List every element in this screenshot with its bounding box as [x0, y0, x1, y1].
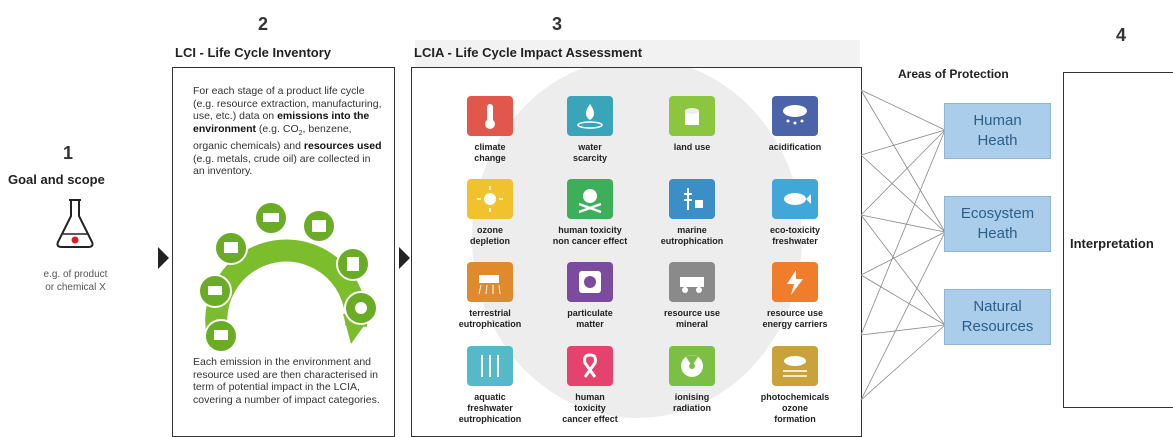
- impact-category-label: marine eutrophication: [660, 225, 724, 246]
- impact-category-label: human toxicity non cancer effect: [552, 225, 628, 246]
- interpretation-box: Interpretation: [1063, 72, 1173, 408]
- impact-category-10: resource use mineral: [642, 262, 742, 330]
- step2-number: 2: [258, 14, 269, 34]
- impact-category-label: photochemicals ozone formation: [760, 392, 830, 424]
- impact-category-13: human toxicity cancer effect: [540, 346, 640, 425]
- aop-title: Areas of Protection: [898, 67, 1009, 81]
- particle-icon: [567, 262, 613, 302]
- ribbon-icon: [567, 346, 613, 386]
- life-cycle-diagram: [191, 196, 381, 361]
- mine-truck-icon: [669, 262, 715, 302]
- arrow-2-to-3: [399, 247, 410, 269]
- impact-category-label: aquatic freshwater eutrophication: [458, 392, 522, 424]
- sun-icon: [467, 179, 513, 219]
- step1-title: Goal and scope: [8, 172, 105, 187]
- lci-characterisation-text: Each emission in the environment and res…: [193, 356, 380, 406]
- marine-plant-icon: [669, 179, 715, 219]
- lcia-background-circle: [472, 68, 802, 418]
- aop-human-health: Human Heath: [944, 103, 1051, 159]
- aop-ecosystem-health: Ecosystem Heath: [944, 196, 1051, 252]
- impact-category-label: resource use energy carriers: [762, 308, 828, 329]
- aop-connector-lines: [860, 89, 946, 401]
- step3-number: 3: [552, 14, 563, 34]
- impact-category-label: land use: [673, 142, 711, 152]
- impact-category-4: ozone depletion: [440, 179, 540, 247]
- impact-category-3: acidification: [745, 96, 845, 153]
- impact-category-grid: climate change water scarcity land use acid…: [412, 68, 861, 436]
- radiation-icon: [669, 346, 715, 386]
- smog-icon: [772, 346, 818, 386]
- step4-number: 4: [1116, 25, 1127, 45]
- impact-category-label: climate change: [474, 142, 506, 163]
- step3-title: LCIA - Life Cycle Impact Assessment: [414, 45, 643, 60]
- impact-category-label: terrestrial eutrophication: [458, 308, 522, 329]
- lci-box: For each stage of a product life cycle (…: [172, 67, 395, 437]
- impact-category-label: water scarcity: [572, 142, 608, 163]
- impact-category-label: resource use mineral: [663, 308, 721, 329]
- impact-category-label: acidification: [768, 142, 822, 152]
- step1-number: 1: [63, 143, 74, 163]
- interpretation-label: Interpretation: [1070, 236, 1154, 251]
- impact-category-1: water scarcity: [540, 96, 640, 164]
- impact-category-label: human toxicity cancer effect: [562, 392, 618, 424]
- impact-category-6: marine eutrophication: [642, 179, 742, 247]
- thermometer-icon: [467, 96, 513, 136]
- water-drop-icon: [567, 96, 613, 136]
- arrow-1-to-2: [158, 247, 169, 269]
- algae-icon: [467, 346, 513, 386]
- fish-icon: [772, 179, 818, 219]
- impact-category-12: aquatic freshwater eutrophication: [440, 346, 540, 425]
- impact-category-9: particulate matter: [540, 262, 640, 330]
- energy-icon: [772, 262, 818, 302]
- impact-category-label: eco-toxicity freshwater: [769, 225, 820, 246]
- lcia-box: climate change water scarcity land use acid…: [411, 67, 862, 437]
- tree-stump-icon: [669, 96, 715, 136]
- impact-category-14: ionising radiation: [642, 346, 742, 414]
- impact-category-5: human toxicity non cancer effect: [540, 179, 640, 247]
- impact-category-label: particulate matter: [567, 308, 613, 329]
- flask-icon: [52, 196, 98, 250]
- impact-category-0: climate change: [440, 96, 540, 164]
- impact-category-8: terrestrial eutrophication: [440, 262, 540, 330]
- lci-description: For each stage of a product life cycle (…: [193, 85, 382, 178]
- impact-category-label: ionising radiation: [672, 392, 711, 413]
- acid-rain-icon: [772, 96, 818, 136]
- impact-category-11: resource use energy carriers: [745, 262, 845, 330]
- impact-category-label: ozone depletion: [470, 225, 510, 246]
- skull-icon: [567, 179, 613, 219]
- step1-caption: e.g. of product or chemical X: [43, 269, 108, 293]
- step2-title: LCI - Life Cycle Inventory: [175, 45, 332, 60]
- impact-category-7: eco-toxicity freshwater: [745, 179, 845, 247]
- tractor-spray-icon: [467, 262, 513, 302]
- impact-category-15: photochemicals ozone formation: [745, 346, 845, 425]
- aop-natural-resources: Natural Resources: [944, 289, 1051, 345]
- impact-category-2: land use: [642, 96, 742, 153]
